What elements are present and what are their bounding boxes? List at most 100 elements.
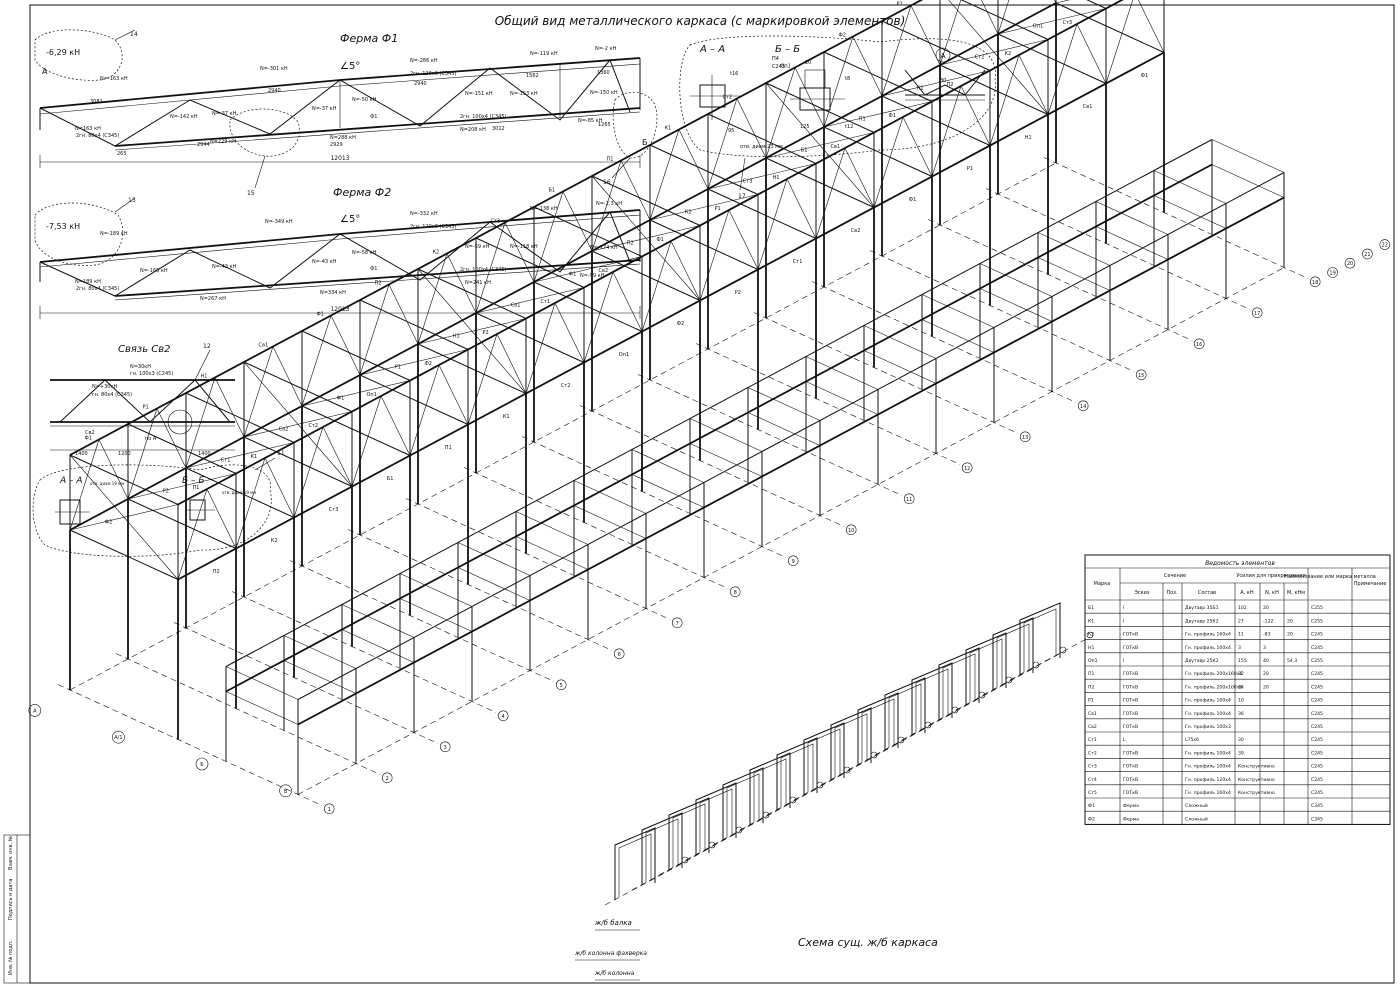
axis-number: 7: [676, 621, 679, 627]
schedule-cell-sketch: ГОТкВ: [1123, 750, 1138, 756]
cross-brace: [127, 473, 237, 500]
truss-f1: Ферма Ф1 ∠5° -6,29 кН 12013 N=-163 кН N=…: [34, 29, 658, 197]
stamp-replace: Взам. инв. №: [8, 835, 14, 870]
rc-scheme-title: Схема сущ. ж/б каркаса: [798, 936, 938, 949]
axis-number: 18: [1312, 280, 1318, 286]
schedule-cell-composition: Гн. профиль 100х4: [1185, 645, 1231, 651]
schedule-cell-force-a: Конструктивно: [1238, 764, 1275, 770]
truss-diagonal: [620, 160, 651, 221]
element-mark: Св2: [599, 268, 609, 274]
cross-beam: [243, 436, 353, 487]
grid-axis: [57, 684, 323, 806]
element-mark: Р1: [715, 206, 721, 212]
element-mark: Ф1: [889, 113, 897, 119]
f2-lbl-20: 2гн. 100х4 (С345): [460, 267, 507, 273]
cross-beam: [533, 206, 643, 257]
cross-brace: [533, 256, 643, 283]
schedule-cell-force-n: 20: [1263, 671, 1269, 677]
rc-frame-inner: [969, 638, 1003, 702]
axis-number: 14: [1080, 404, 1086, 410]
cross-beam: [359, 299, 469, 350]
gallery-beam: [341, 629, 415, 663]
axis-letter: В: [284, 789, 288, 795]
truss-diagonal: [525, 302, 556, 394]
rc-grid-axis: [712, 801, 794, 846]
sec-top-lbl-t16: t16: [730, 71, 738, 77]
truss-diagonal: [446, 253, 477, 314]
f1-callout-15: 15: [247, 190, 255, 197]
rc-frame: [641, 812, 683, 885]
stamp-inv: Инв. № подл.: [8, 940, 14, 975]
grid-axis: [637, 374, 903, 496]
truss-diagonal: [562, 191, 593, 252]
schedule-cell-steel: С245: [1311, 737, 1323, 743]
truss-f2-span: 12013: [330, 306, 349, 313]
element-mark: Н1: [1025, 135, 1032, 141]
schedule-cell-force-a: 30: [1238, 737, 1244, 743]
f1-lbl-11: N=-150 кН: [590, 90, 618, 96]
schedule-cell-sketch: L: [1123, 737, 1126, 743]
gallery-beam: [805, 356, 879, 390]
cross-beam: [960, 0, 1049, 40]
rc-grid-axis: [847, 726, 929, 771]
truss-diagonal: [214, 377, 245, 438]
rc-frame-inner: [726, 773, 760, 837]
gallery-beam: [747, 412, 821, 446]
cross-beam: [1055, 2, 1165, 53]
element-mark: Оп1: [781, 63, 791, 69]
truss-diagonal: [794, 67, 825, 128]
bottom-chord: [69, 2, 1057, 531]
axis-number: 8: [734, 590, 737, 596]
schedule-h-m: М, кНм: [1287, 590, 1305, 596]
f2-lbl-1: N=-349 кН: [265, 219, 293, 225]
schedule-cell-sketch: ГОТкВ: [1123, 684, 1138, 690]
bottom-chord: [177, 51, 1165, 581]
element-mark: Ст1: [221, 457, 231, 463]
cross-beam: [649, 219, 759, 270]
cross-brace: [417, 268, 527, 394]
gallery-beam: [283, 635, 357, 669]
element-mark: Ст2: [561, 383, 571, 389]
gallery-girder: [297, 196, 1285, 726]
schedule-cell-steel: С245: [1311, 764, 1323, 770]
schedule-cell-moment: 54.3: [1287, 658, 1297, 664]
schedule-cell-composition: Сложный: [1185, 815, 1208, 822]
f1-lbl-14: N=288 кН: [330, 135, 356, 141]
axis-bubble: [497, 710, 509, 722]
schedule-h-n: N, кН: [1265, 590, 1279, 596]
f1-lbl-24: 1562: [526, 73, 539, 79]
schedule-cell-composition: Гн. профиль 120х4: [1185, 777, 1231, 783]
element-mark: Ст2: [309, 423, 319, 429]
schedule-cell-force-n: 20: [1263, 605, 1269, 611]
cross-beam: [127, 423, 237, 474]
truss-diagonal: [902, 116, 933, 177]
sec-top-lbl-125: 125: [800, 124, 810, 130]
schedule-h-a: А, кН: [1240, 590, 1254, 596]
cross-beam: [765, 82, 875, 133]
schedule-cell-mark: Ст4: [1088, 777, 1097, 783]
rc-legend-col: ж/б колонна: [594, 970, 635, 977]
gallery-beam: [631, 449, 705, 483]
truss-diagonal: [330, 315, 361, 376]
schedule-cell-steel: С245: [1311, 684, 1323, 690]
sv2-lbl-5: 1200: [118, 451, 131, 457]
rc-frame-inner: [645, 818, 679, 882]
schedule-cell-composition: Гн. профиль 100х3: [1185, 724, 1231, 730]
f1-lbl-6: N=-37 кН: [212, 111, 237, 117]
element-mark: Б1: [801, 147, 808, 153]
grid-axis: [579, 405, 845, 527]
sheet-title: Общий вид металлического каркаса (с марк…: [495, 14, 906, 28]
schedule-cell-steel: С255: [1311, 658, 1323, 664]
rc-frame: [668, 797, 710, 870]
element-mark: Р1: [967, 166, 973, 172]
truss-diagonal: [1138, 0, 1165, 53]
truss-diagonal: [1054, 0, 1057, 4]
schedule-cell-sketch: ГОТкВ: [1123, 724, 1138, 730]
schedule-cell-sketch: ГОТкВ: [1123, 698, 1138, 704]
schedule-h-section: Сечение: [1164, 573, 1186, 579]
sec-top-lbl-t12: t12: [845, 124, 853, 130]
truss-diagonal: [981, 0, 999, 35]
cross-beam: [707, 113, 817, 164]
schedule-cell-composition: L75х6: [1185, 737, 1199, 743]
f2-lbl-7: N=-43 кН: [212, 264, 237, 270]
